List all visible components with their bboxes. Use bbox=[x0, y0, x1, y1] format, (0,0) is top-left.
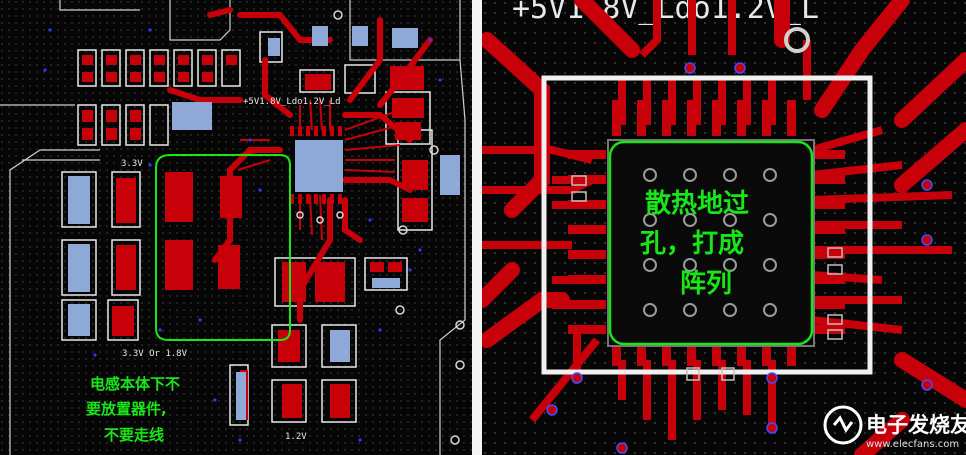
annotation-thermal-line-2: 孔，打成 bbox=[640, 229, 744, 259]
watermark-cn: 电子发烧友 bbox=[866, 413, 966, 437]
pcb-layout-left-panel: +5V1.8V_Ldo1.2V_Ld 3.3V 3.3V Or 1.8V 1.2… bbox=[0, 0, 472, 455]
small-passive-markers bbox=[571, 175, 843, 381]
silk-top-rail-labels: +5V1.8V_Ldo1.2V_L bbox=[512, 0, 819, 26]
silk-3v3-label: 3.3V bbox=[121, 159, 143, 169]
elecfans-watermark: 电子发烧友 www.elecfans.com bbox=[823, 405, 966, 450]
board-outline bbox=[0, 0, 466, 455]
pcb-layout-right-panel: +5V1.8V_Ldo1.2V_L bbox=[482, 0, 966, 455]
thermal-via-array bbox=[643, 168, 777, 317]
annotation-thermal-line-1: 散热地过 bbox=[645, 189, 749, 219]
annotation-thermal-line-3: 阵列 bbox=[680, 269, 732, 299]
watermark-url: www.elecfans.com bbox=[866, 439, 959, 450]
exposed-thermal-pad bbox=[607, 139, 815, 347]
annotation-inductor-line-1: 电感本体下不 bbox=[90, 375, 180, 393]
vias bbox=[296, 10, 465, 445]
silk-1v2-label: 1.2V bbox=[285, 432, 307, 442]
panel-separator bbox=[472, 0, 482, 455]
pcb-left-canvas: +5V1.8V_Ldo1.2V_Ld 3.3V 3.3V Or 1.8V 1.2… bbox=[0, 0, 472, 455]
elecfans-logo-icon bbox=[823, 405, 863, 445]
ic-silkscreen-outline bbox=[541, 75, 873, 375]
inductor-keepout-outline bbox=[155, 154, 291, 341]
component-bodies bbox=[68, 26, 460, 420]
silk-rail-labels: +5V1.8V_Ldo1.2V_Ld bbox=[243, 97, 341, 107]
blue-vias bbox=[43, 28, 442, 442]
ic-pins bbox=[290, 126, 342, 204]
annotation-inductor-line-2: 要放置器件, bbox=[86, 400, 167, 418]
outer-vias bbox=[546, 27, 933, 454]
silk-3v3-or-1v8-label: 3.3V Or 1.8V bbox=[122, 349, 188, 359]
copper-pads bbox=[82, 55, 428, 420]
annotation-inductor-line-3: 不要走线 bbox=[104, 426, 164, 444]
elecfans-logo-mark bbox=[832, 415, 854, 433]
qfn-pads bbox=[568, 100, 845, 366]
pcb-right-canvas: +5V1.8V_Ldo1.2V_L bbox=[482, 0, 966, 455]
thermal-via-annotation-outline bbox=[608, 140, 814, 346]
thin-traces bbox=[237, 99, 401, 241]
